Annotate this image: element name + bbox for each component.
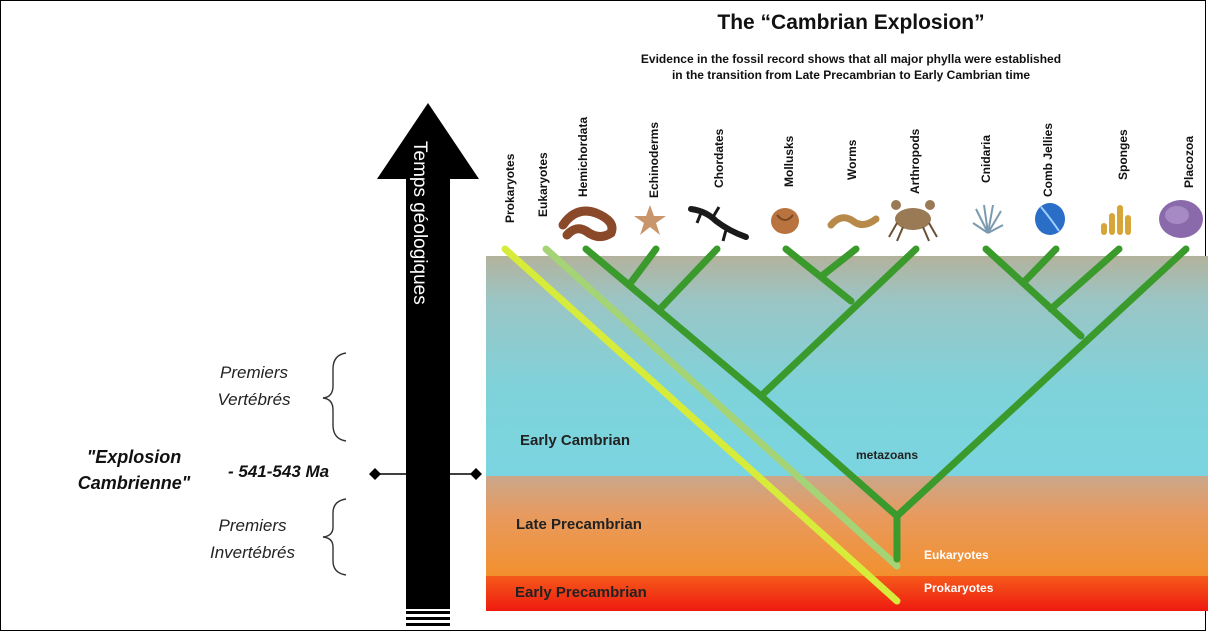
date-label: - 541-543 Ma [228, 462, 330, 481]
metazoans-label: metazoans [856, 448, 919, 462]
date-marker [369, 468, 482, 480]
placozoa-illustration [1159, 200, 1203, 238]
note-invertebrates-line1: Premiers [218, 516, 287, 535]
arrow-break-line [406, 611, 450, 614]
late-precambrian-label: Late Precambrian [516, 516, 642, 533]
marker-diamond [470, 468, 482, 480]
subtitle-line-1: Evidence in the fossil record shows that… [640, 52, 1062, 66]
geologic-bands [486, 256, 1208, 611]
phylogenetic-tree [501, 245, 1190, 605]
eukaryote-lineage [542, 245, 901, 570]
comb-jelly-illustration [1035, 203, 1065, 235]
arrow-shaft [406, 177, 450, 609]
eukaryotes-label: Eukaryotes [924, 548, 989, 562]
shell-illustration [771, 208, 799, 234]
arrow-head [377, 103, 479, 179]
worm-branch [819, 245, 860, 279]
comb-jelly-branch [1019, 245, 1060, 287]
cnidaria-branch [982, 245, 1085, 340]
anemone-illustration [972, 204, 1004, 234]
sponge-illustration [1101, 205, 1131, 235]
mollusk-branch [782, 245, 855, 305]
explosion-line1: "Explosion [86, 447, 182, 467]
arrow-label: Temps géologiques [409, 141, 430, 305]
cambrian-explosion-label: "Explosion Cambrienne" [59, 444, 209, 496]
early-cambrian-label: Early Cambrian [520, 432, 631, 449]
early-precambrian-label: Early Precambrian [515, 584, 647, 601]
marker-diamond [369, 468, 381, 480]
brace-invertebrates [322, 498, 347, 576]
figure-subtitle: Evidence in the fossil record shows that… [556, 51, 1146, 83]
worm-illustration [827, 214, 880, 229]
time-arrow [377, 103, 479, 626]
note-vertebrates-line1: Premiers [219, 363, 288, 382]
protostome-branch [757, 245, 920, 400]
chordate-branch [655, 245, 721, 314]
explosion-line2: Cambrienne" [77, 473, 191, 493]
figure-title: The “Cambrian Explosion” [717, 11, 985, 34]
note-first-vertebrates: Premiers Vertébrés [189, 359, 319, 413]
basal-metazoa-branch [893, 245, 1190, 520]
prokaryote-lineage [501, 245, 901, 605]
bilateria-branch [757, 392, 901, 520]
arrow-break-line [406, 623, 450, 626]
hemichordata-branch [582, 245, 765, 400]
early-precambrian-band [486, 576, 1208, 611]
arrow-break-line [406, 617, 450, 620]
echinoderm-branch [625, 245, 660, 289]
early-cambrian-band [486, 256, 1208, 476]
note-invertebrates-line2: Invertébrés [209, 543, 296, 562]
starfish-illustration [634, 205, 666, 235]
brace-vertebrates [322, 352, 347, 442]
note-first-invertebrates: Premiers Invertébrés [186, 512, 319, 566]
note-vertebrates-line2: Vertébrés [217, 390, 291, 409]
salamander-illustration [688, 206, 749, 242]
subtitle-line-2: in the transition from Late Precambrian … [671, 68, 1031, 82]
hemichordata-illustration [558, 206, 617, 241]
prokaryotes-label: Prokaryotes [924, 581, 994, 595]
crab-illustration [888, 200, 938, 242]
sponge-branch [1047, 245, 1123, 313]
